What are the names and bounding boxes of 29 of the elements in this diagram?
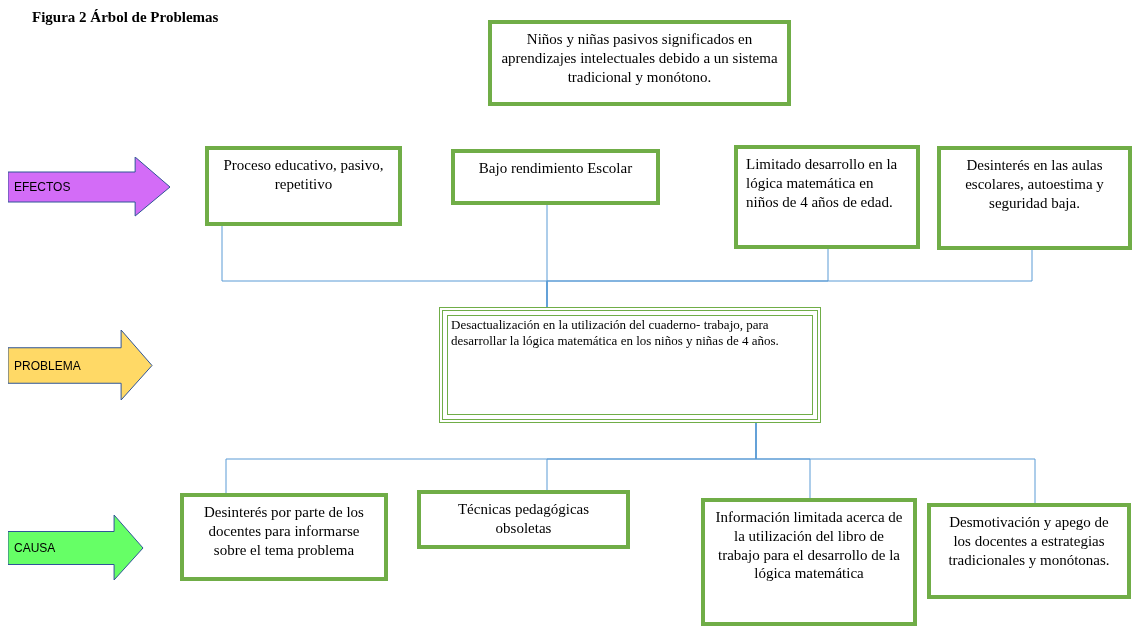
box-text: Bajo rendimiento Escolar	[478, 159, 633, 178]
box-text: Limitado desarrollo en la lógica matemática en niños de 4 años de edad.	[746, 155, 899, 212]
problem-box	[417, 490, 630, 549]
arrow-label: PROBLEMA	[13, 358, 81, 373]
box-text: Proceso educativo, pasivo, repetitivo	[222, 156, 385, 194]
block-arrow	[8, 157, 171, 217]
problem-box	[180, 493, 388, 581]
connector-line	[755, 422, 1036, 504]
box-text: Desmotivación y apego de los docentes a estrategias tradicionales y monótonas.	[947, 513, 1111, 570]
arrow-label: CAUSA	[13, 541, 56, 555]
problem-box	[937, 146, 1132, 250]
problem-box	[927, 503, 1131, 599]
box-text: Desactualización en la utilización del cuaderno- trabajo, para desarrollar la lógica matemática en los niños y niñas de 4 años.	[451, 317, 780, 350]
box-text: Desinterés por parte de los docentes para informarse sobre el tema problema	[203, 503, 365, 560]
box-text: Información limitada acerca de la utilización del libro de trabajo para el desarrollo de la lógica matemática	[714, 508, 904, 583]
box-text: Técnicas pedagógicas obsoletas	[456, 500, 591, 538]
problem-box	[205, 146, 402, 226]
problem-box	[734, 145, 920, 249]
problem-box	[439, 307, 821, 423]
problem-box	[701, 498, 917, 626]
figure-title: Figura 2 Árbol de Problemas	[32, 9, 219, 26]
problem-box	[488, 20, 791, 106]
block-arrow	[8, 515, 144, 581]
box-text: Desinterés en las aulas escolares, autoestima y seguridad baja.	[964, 156, 1105, 213]
box-text: Niños y niñas pasivos significados en aprendizajes intelectuales debido a un sistema tradicional y monótono.	[500, 30, 779, 87]
problem-box	[451, 149, 660, 205]
connector-line	[546, 249, 1033, 308]
block-arrow	[8, 330, 153, 401]
arrow-label: EFECTOS	[13, 180, 71, 194]
